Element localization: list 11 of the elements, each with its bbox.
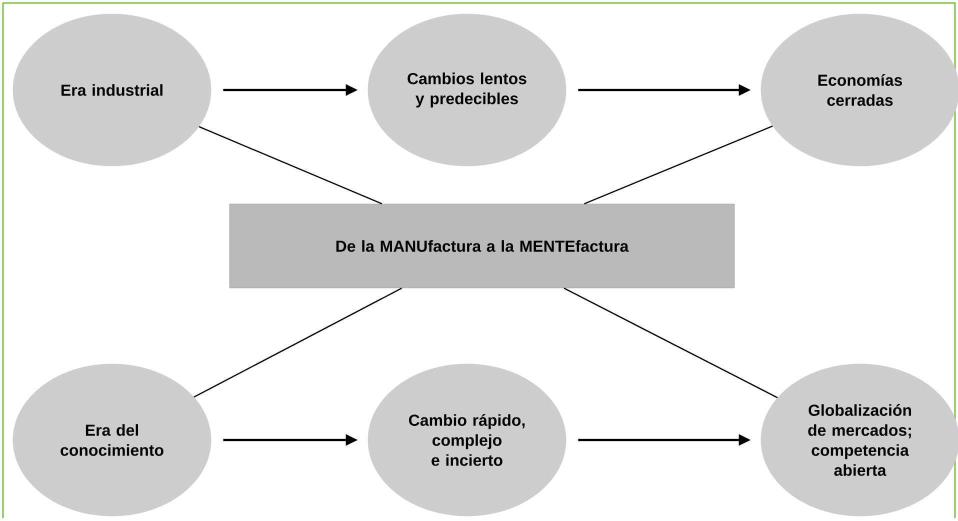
circle-node: Era industrial — [12, 14, 212, 166]
circle-node: Cambio rápido, complejo e incierto — [368, 364, 566, 516]
connector-line — [198, 126, 382, 204]
center-box: De la MANUfactura a la MENTEfactura — [229, 204, 735, 288]
connector-line — [194, 288, 402, 398]
connector-line — [584, 125, 773, 204]
circle-node: Economías cerradas — [760, 14, 958, 166]
connector-line — [564, 288, 778, 398]
circle-node: Globalización de mercados; competencia abierta — [760, 364, 958, 516]
circle-node: Cambios lentos y predecibles — [368, 14, 566, 166]
circle-node: Era del conocimiento — [12, 364, 212, 516]
